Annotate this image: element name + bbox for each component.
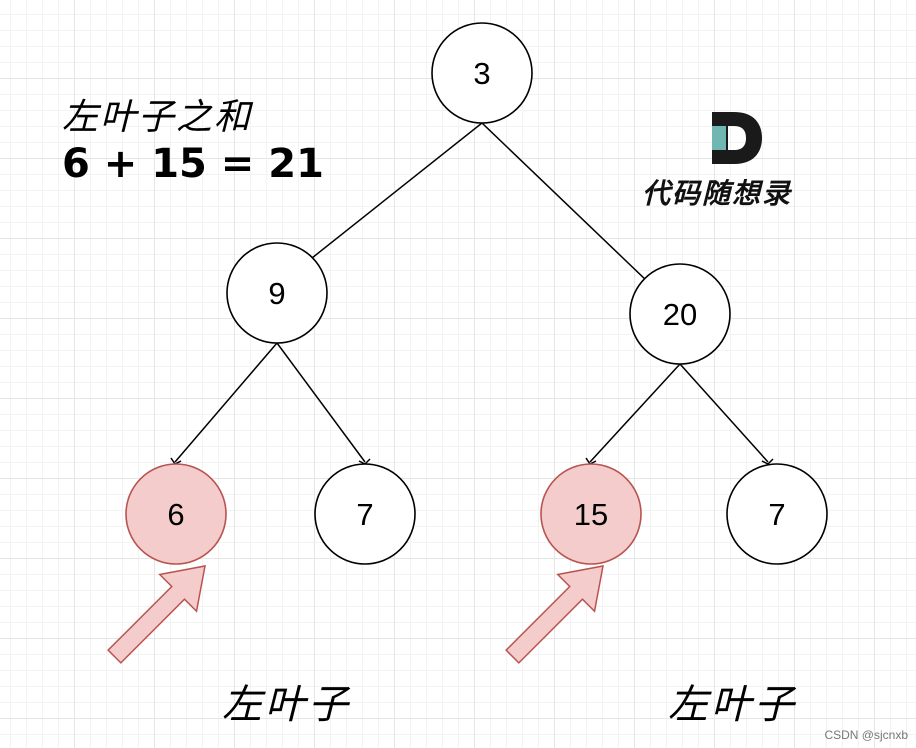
- tree-node-right-left-leaf: 15: [540, 463, 642, 565]
- node-value: 20: [663, 297, 697, 332]
- tree-node-right-right: 7: [726, 463, 828, 565]
- node-value: 3: [473, 56, 490, 91]
- edge-20-15: [589, 363, 681, 463]
- left-leaf-arrow-icon: [107, 565, 206, 664]
- node-value: 15: [574, 497, 608, 532]
- logo-text: 代码随想录: [642, 177, 793, 210]
- edge-3-20: [481, 122, 649, 283]
- sum-equation: 6 + 15 = 21: [62, 141, 324, 187]
- tree-node-left-left-leaf: 6: [125, 463, 227, 565]
- tree-node-left: 9: [226, 242, 328, 344]
- node-value: 6: [167, 497, 184, 532]
- left-leaf-arrow-icon: [505, 565, 604, 664]
- logo-d-icon: [712, 112, 762, 164]
- node-value: 7: [356, 497, 373, 532]
- edge-arrowhead-7b: [761, 458, 774, 465]
- edge-9-7: [276, 342, 366, 463]
- title-block: 左叶子之和 6 + 15 = 21: [62, 96, 324, 188]
- tree-node-left-right: 7: [314, 463, 416, 565]
- node-value: 7: [768, 497, 785, 532]
- diagram-title: 左叶子之和: [62, 97, 253, 138]
- left-leaf-label: 左叶子: [222, 682, 351, 728]
- watermark: CSDN @sjcnxb: [824, 728, 908, 742]
- edge-20-7: [679, 363, 769, 463]
- tree-node-right: 20: [629, 263, 731, 365]
- tree-node-root: 3: [431, 22, 533, 124]
- edge-9-6: [174, 342, 278, 463]
- edge-3-9: [311, 122, 483, 259]
- right-leaf-label: 左叶子: [668, 682, 797, 728]
- node-value: 9: [268, 276, 285, 311]
